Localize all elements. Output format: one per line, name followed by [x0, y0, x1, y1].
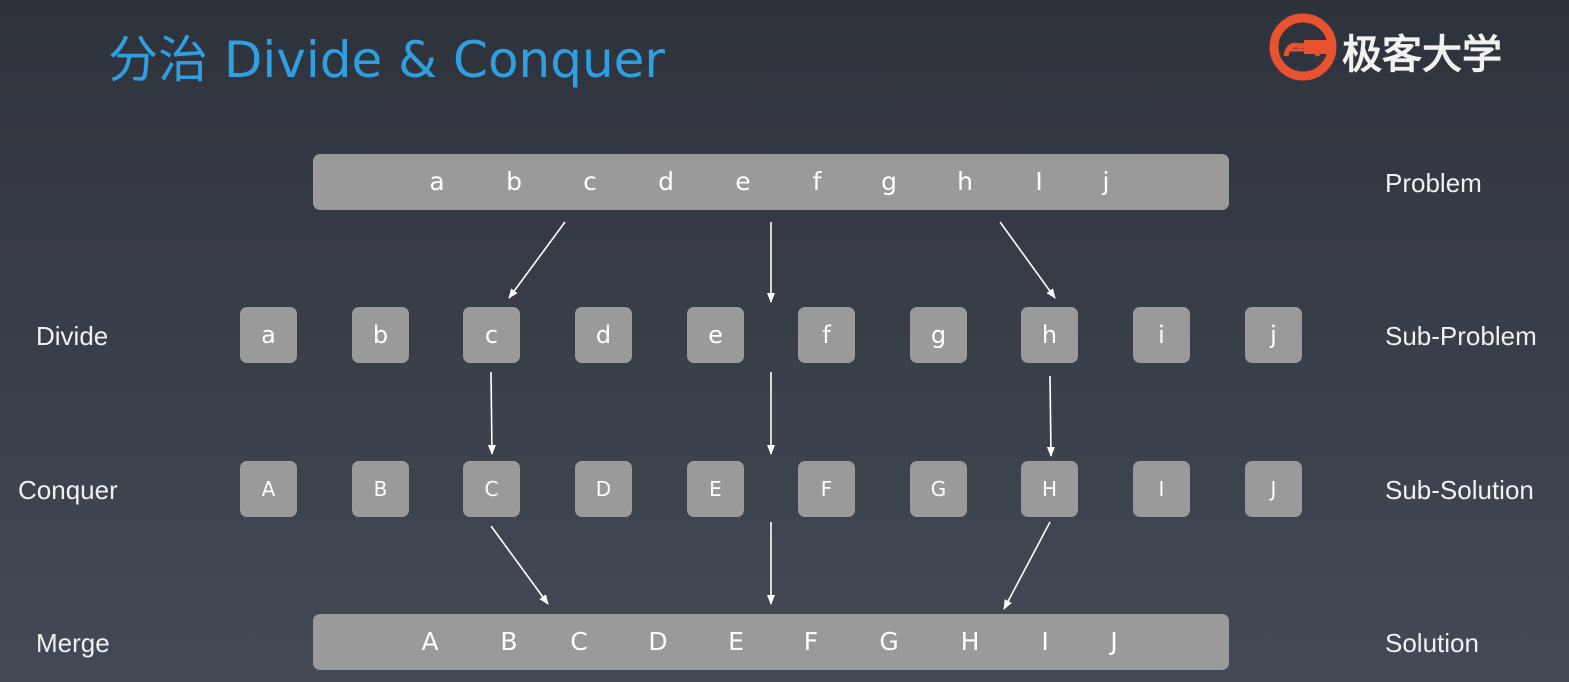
- sub-solution-box: D: [575, 461, 632, 517]
- problem-letter: h: [957, 167, 973, 196]
- problem-letter: I: [1035, 167, 1043, 196]
- sub-problem-box: d: [575, 307, 632, 363]
- sub-solution-box: A: [240, 461, 297, 517]
- sub-problem-box: c: [463, 307, 520, 363]
- solution-letter: D: [648, 627, 668, 656]
- brand-logo: 极客大学: [1268, 12, 1558, 82]
- sub-problem-box: g: [910, 307, 967, 363]
- conquer-arrow: [1046, 375, 1055, 457]
- problem-letter: d: [658, 167, 674, 196]
- geek-university-logo-icon: [1269, 13, 1337, 81]
- sub-solution-box: F: [798, 461, 855, 517]
- conquer-label: Conquer: [18, 475, 118, 505]
- problem-letter: b: [506, 167, 522, 196]
- problem-letter: c: [583, 167, 597, 196]
- sub-solution-box: H: [1021, 461, 1078, 517]
- problem-letter: j: [1102, 167, 1110, 196]
- solution-label: Solution: [1385, 628, 1479, 658]
- solution-letter: I: [1041, 627, 1049, 656]
- solution-letter: A: [421, 627, 439, 656]
- logo-text: 极客大学: [1342, 32, 1502, 78]
- solution-bar: A B C D E F G H I J: [313, 614, 1229, 670]
- solution-letter: B: [500, 627, 518, 656]
- problem-letter: g: [881, 167, 897, 196]
- sub-solution-box: B: [352, 461, 409, 517]
- sub-problem-box: i: [1133, 307, 1190, 363]
- solution-letter: C: [570, 627, 588, 656]
- divide-arrow: [508, 221, 566, 299]
- conquer-arrow: [487, 371, 496, 455]
- merge-arrow: [1003, 521, 1051, 610]
- solution-letter: J: [1110, 627, 1118, 656]
- sub-problem-label: Sub-Problem: [1385, 321, 1537, 351]
- sub-problem-box: j: [1245, 307, 1302, 363]
- sub-solution-box: I: [1133, 461, 1190, 517]
- problem-letter: e: [735, 167, 751, 196]
- divide-arrow: [999, 221, 1056, 299]
- sub-problem-box: f: [798, 307, 855, 363]
- solution-letter: H: [960, 627, 980, 656]
- sub-problem-box: h: [1021, 307, 1078, 363]
- page-title: 分治 Divide & Conquer: [108, 31, 665, 89]
- sub-solution-box: G: [910, 461, 967, 517]
- solution-letter: F: [803, 627, 819, 656]
- sub-problem-box: e: [687, 307, 744, 363]
- solution-letter: G: [879, 627, 899, 656]
- merge-label: Merge: [36, 628, 110, 658]
- sub-solution-box: C: [463, 461, 520, 517]
- problem-letter: a: [429, 167, 445, 196]
- problem-label: Problem: [1385, 168, 1482, 198]
- problem-bar: a b c d e f g h I j: [313, 154, 1229, 210]
- sub-solution-box: E: [687, 461, 744, 517]
- merge-arrow: [490, 525, 549, 605]
- sub-problem-box: a: [240, 307, 297, 363]
- sub-solution-box: J: [1245, 461, 1302, 517]
- solution-letter: E: [728, 627, 744, 656]
- divide-label: Divide: [36, 321, 109, 351]
- sub-problem-box: b: [352, 307, 409, 363]
- problem-letter: f: [812, 167, 822, 196]
- sub-solution-label: Sub-Solution: [1385, 475, 1534, 505]
